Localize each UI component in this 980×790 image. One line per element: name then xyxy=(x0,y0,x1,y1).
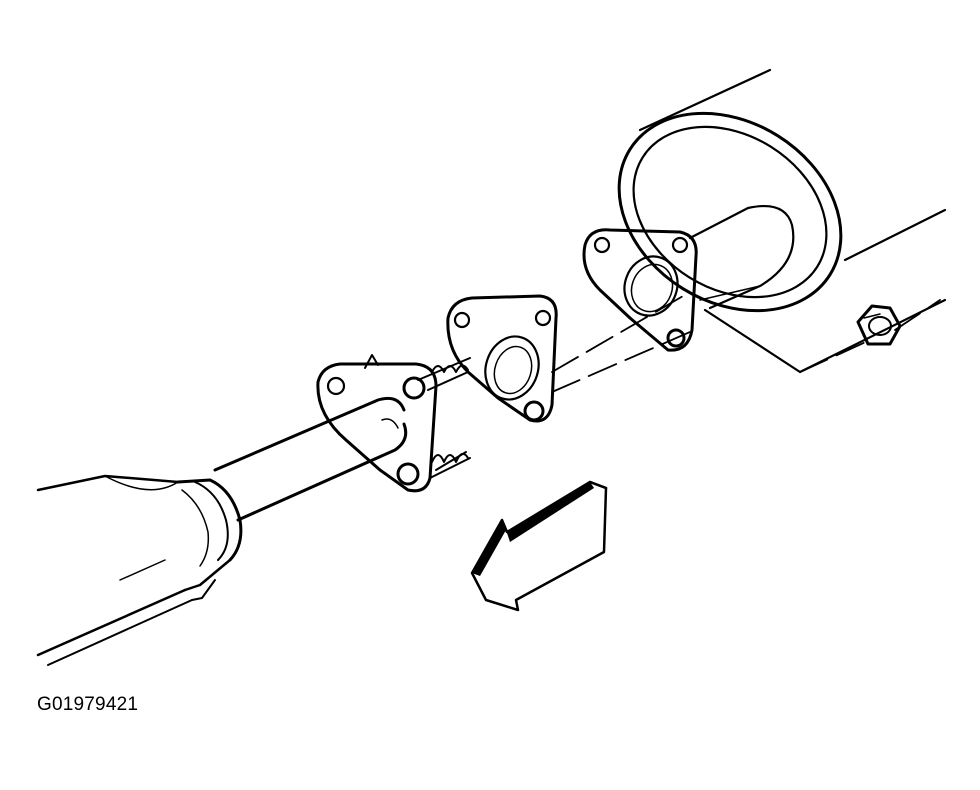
figure-id-label: G01979421 xyxy=(37,694,139,715)
front-direction-arrow xyxy=(472,482,606,610)
front-pipe-flange xyxy=(318,364,436,491)
muffler-flange xyxy=(584,230,696,350)
muffler-inlet-pipe xyxy=(690,206,793,308)
flange-studs-springs xyxy=(365,355,470,478)
intermediate-pipe xyxy=(215,398,406,520)
catalytic-converter xyxy=(38,476,241,665)
center-axis-line xyxy=(552,292,940,392)
gasket-flange xyxy=(448,296,556,421)
flange-nut xyxy=(858,306,900,344)
